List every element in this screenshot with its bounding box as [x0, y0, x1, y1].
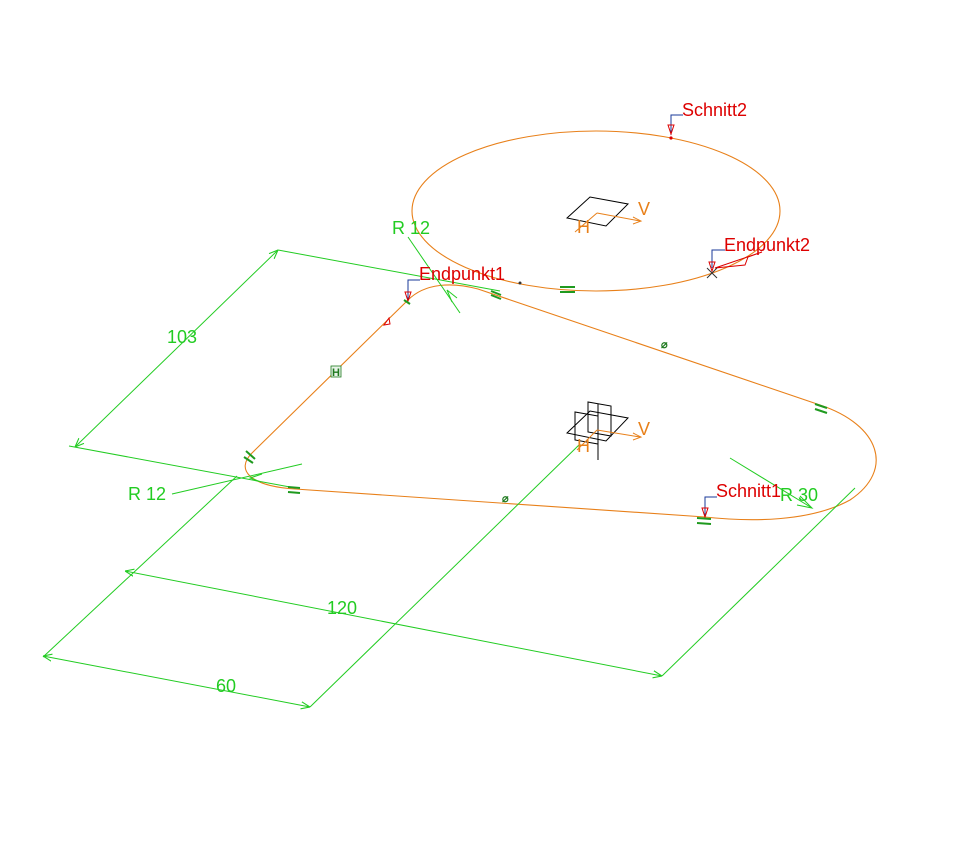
annotation-schnitt2-label: Schnitt2	[682, 100, 747, 120]
annotation-endpunkt1-label: Endpunkt1	[419, 264, 505, 284]
axis-top-h-label: H	[577, 217, 590, 237]
axis-bottom-h-label: H	[577, 436, 590, 456]
axis-bottom-v-label: V	[638, 419, 650, 439]
axis-system-top[interactable]: V H	[565, 196, 650, 237]
dimension-103[interactable]: 103	[68, 250, 501, 488]
parallel-constraint-label-2: ⌀	[502, 493, 509, 505]
horizontal-constraint-label: H	[332, 367, 340, 379]
parallel-constraint-label-1: ⌀	[661, 339, 668, 351]
annotation-schnitt2[interactable]: Schnitt2	[667, 100, 747, 140]
dimension-60-label: 60	[216, 676, 236, 696]
tangency-marker[interactable]	[287, 486, 301, 494]
constraint-markers: H ⌀ ⌀	[243, 281, 828, 525]
dimension-r12-top-label: R 12	[392, 218, 430, 238]
tangency-marker[interactable]	[243, 450, 256, 464]
bottom-slot-profile[interactable]	[244, 284, 877, 521]
axis-system-bottom[interactable]: V H	[565, 401, 650, 460]
tangency-marker[interactable]	[560, 286, 575, 293]
annotation-schnitt1[interactable]: Schnitt1	[701, 481, 781, 519]
dimension-r12-top[interactable]: R 12	[392, 218, 461, 314]
dimension-r12-bottom-label: R 12	[128, 484, 166, 504]
dimension-120-label: 120	[327, 598, 357, 618]
tangency-marker[interactable]	[814, 403, 828, 414]
dimension-103-label: 103	[167, 327, 197, 347]
dimension-r30[interactable]: R 30	[729, 457, 818, 509]
dimension-r12-bottom[interactable]: R 12	[128, 463, 303, 504]
tangency-marker[interactable]	[490, 290, 502, 300]
top-ellipse-profile[interactable]	[411, 130, 781, 292]
annotation-endpunkt1[interactable]: Endpunkt1	[382, 264, 505, 326]
annotation-endpunkt2-label: Endpunkt2	[724, 235, 810, 255]
annotation-schnitt1-label: Schnitt1	[716, 481, 781, 501]
dimension-120[interactable]: 120	[42, 475, 856, 676]
tangency-marker[interactable]	[403, 299, 411, 305]
dimension-60[interactable]: 60	[43, 443, 581, 707]
dimension-r30-label: R 30	[780, 485, 818, 505]
annotation-endpunkt2[interactable]: Endpunkt2	[706, 235, 810, 279]
tangency-marker[interactable]	[696, 517, 712, 525]
axis-top-v-label: V	[638, 199, 650, 219]
